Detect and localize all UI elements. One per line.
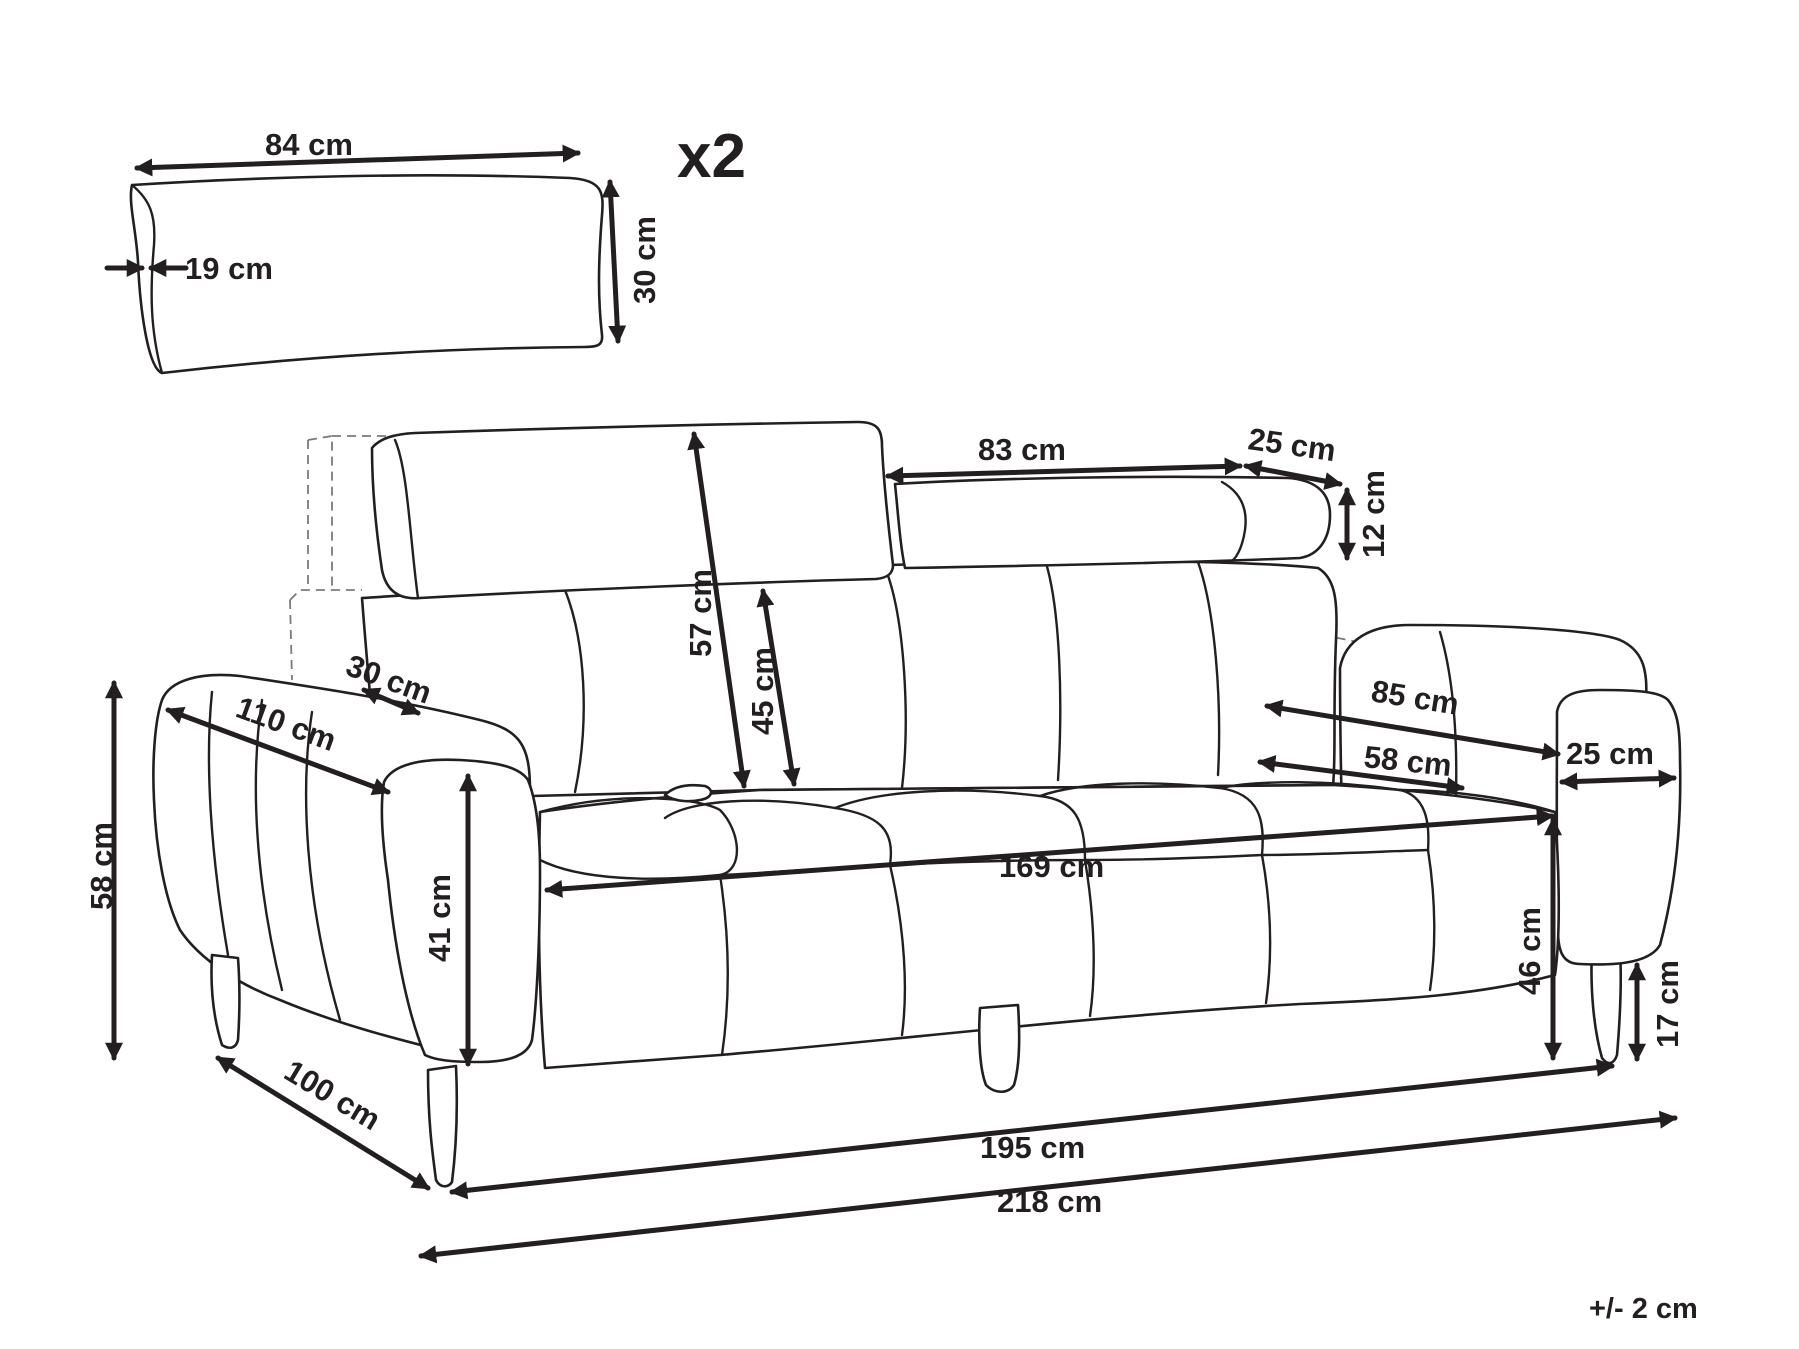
cushion-length-arrow xyxy=(134,144,581,177)
cushion-height-label: 30 cm xyxy=(627,216,662,304)
total-depth-label: 100 cm xyxy=(278,1053,386,1137)
backrest-height-label: 45 cm xyxy=(745,647,780,735)
headrest-height-max-label: 57 cm xyxy=(683,569,718,657)
armrest-width-arrow xyxy=(1559,769,1677,791)
headrest-depth-arrow xyxy=(1243,460,1343,490)
cushion-quantity-label: x2 xyxy=(677,122,746,191)
armrest-length-arrow xyxy=(165,706,391,796)
cushion-length-label: 84 cm xyxy=(265,127,353,162)
seat-height-label: 46 cm xyxy=(1512,907,1547,995)
total-width-arrow xyxy=(418,1110,1678,1264)
base-width-label: 195 cm xyxy=(980,1130,1085,1165)
total-depth-arrow xyxy=(215,1055,431,1191)
seat-depth-arrow xyxy=(1264,699,1561,761)
headrest-width-label: 83 cm xyxy=(978,432,1066,467)
headrest-width-arrow xyxy=(885,457,1243,485)
base-width-arrow xyxy=(449,1058,1615,1200)
backrest-height-arrow xyxy=(756,588,801,787)
total-width-label: 218 cm xyxy=(997,1184,1102,1219)
cushion-height-arrow xyxy=(601,179,627,344)
armrest-width-label: 25 cm xyxy=(1566,736,1654,771)
cushion-depth-label: 19 cm xyxy=(185,251,273,286)
seat-width-arrow xyxy=(544,808,1555,898)
total-height-label: 58 cm xyxy=(84,822,119,910)
dimension-arrows xyxy=(104,144,1678,1264)
armrest-inner-width-arrow xyxy=(361,687,421,716)
seat-width-label: 169 cm xyxy=(999,849,1104,884)
dimension-labels: 84 cm x2 19 cm 30 cm 57 cm 45 cm 83 cm 2… xyxy=(84,122,1698,1325)
leg-height-label: 17 cm xyxy=(1650,960,1685,1048)
seat-depth-inner-arrow xyxy=(1257,755,1465,795)
armrest-height-label: 41 cm xyxy=(422,874,457,962)
headrest-depth-label: 25 cm xyxy=(1246,421,1338,468)
tolerance-label: +/- 2 cm xyxy=(1589,1293,1698,1325)
headrest-thickness-label: 12 cm xyxy=(1356,470,1391,558)
headrest-height-max-arrow xyxy=(687,431,751,789)
sofa-drawing xyxy=(152,420,1682,1188)
